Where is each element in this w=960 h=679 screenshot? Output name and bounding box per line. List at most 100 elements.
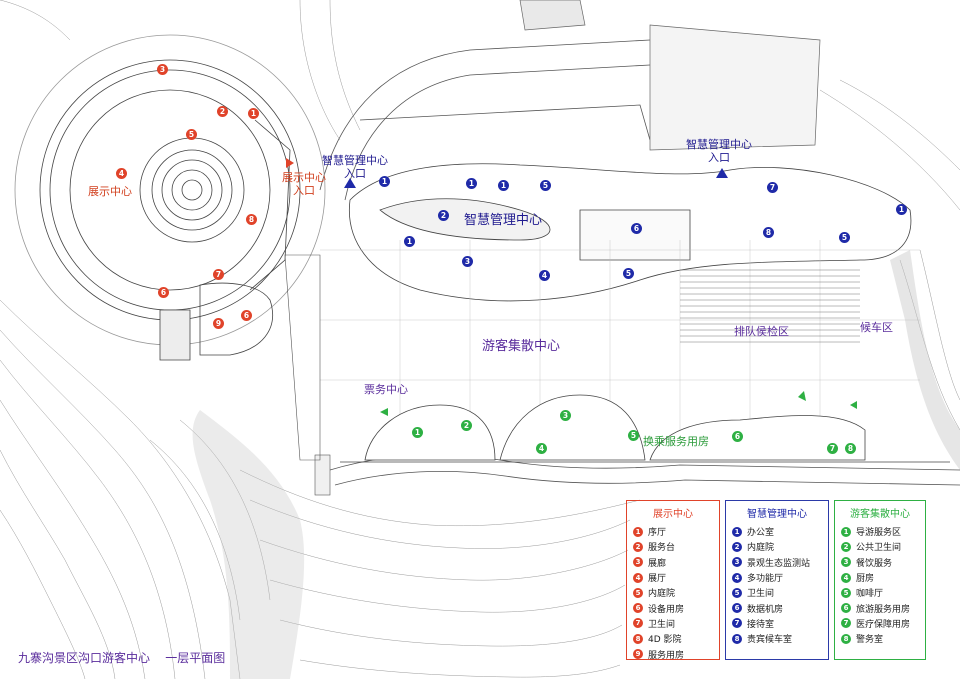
legend-label: 卫生间 xyxy=(747,589,775,600)
legend-item: 8 贵宾候车室 xyxy=(732,631,822,646)
legend-number: 2 xyxy=(633,541,643,552)
legend-label: 服务用房 xyxy=(648,650,685,661)
entrance-arrows xyxy=(286,158,857,416)
marker-smart: 1 xyxy=(379,176,390,187)
west-stair xyxy=(284,254,331,496)
legend-label: 卫生间 xyxy=(648,619,676,630)
north-block xyxy=(519,0,821,151)
legend-label: 景观生态监测站 xyxy=(747,558,811,569)
legend-label: 咖啡厅 xyxy=(856,589,884,600)
marker-smart: 3 xyxy=(462,256,473,267)
marker-smart: 1 xyxy=(466,178,477,189)
legend-number: 3 xyxy=(732,557,742,568)
legend-item: 5 卫生间 xyxy=(732,585,822,600)
marker-hub: 8 xyxy=(845,443,856,454)
legend-item: 7 卫生间 xyxy=(633,616,713,631)
marker-exhibit: 9 xyxy=(213,318,224,329)
legend-number: 5 xyxy=(732,587,742,598)
legend-number: 5 xyxy=(841,587,851,598)
legend-item: 3 景观生态监测站 xyxy=(732,555,822,570)
marker-exhibit: 4 xyxy=(116,168,127,179)
legend-label: 服务台 xyxy=(648,543,676,554)
legend-number: 6 xyxy=(732,603,742,614)
legend-number: 6 xyxy=(633,603,643,614)
marker-smart: 2 xyxy=(438,210,449,221)
legend-number: 7 xyxy=(841,618,851,629)
legend-number: 8 xyxy=(732,633,742,644)
legend-item: 4 厨房 xyxy=(841,570,919,585)
legend-smart-title: 智慧管理中心 xyxy=(747,509,807,520)
legend-label: 内庭院 xyxy=(747,543,775,554)
exhibit-building xyxy=(14,34,326,361)
label-waiting-area: 候车区 xyxy=(860,321,893,334)
marker-exhibit: 3 xyxy=(157,64,168,75)
marker-exhibit: 6 xyxy=(241,310,252,321)
legend-number: 4 xyxy=(732,572,742,583)
label-smart-entrance-west: 智慧管理中心 入口 xyxy=(322,154,388,180)
marker-hub: 7 xyxy=(827,443,838,454)
legend-item: 2 服务台 xyxy=(633,539,713,554)
legend-item: 7 接待室 xyxy=(732,616,822,631)
legend-number: 2 xyxy=(841,541,851,552)
legend-number: 5 xyxy=(633,587,643,598)
label-smart-entrance-east: 智慧管理中心 入口 xyxy=(686,138,752,164)
legend-number: 8 xyxy=(841,633,851,644)
legend-item: 6 数据机房 xyxy=(732,600,822,615)
legend-label: 旅游服务用房 xyxy=(856,604,911,615)
legend-number: 7 xyxy=(633,618,643,629)
legend-exhibit-title: 展示中心 xyxy=(653,509,693,520)
marker-exhibit: 7 xyxy=(213,269,224,280)
legend-item: 3 展廊 xyxy=(633,555,713,570)
label-visitor-hub: 游客集散中心 xyxy=(482,339,561,354)
legend-label: 展廊 xyxy=(648,558,667,569)
marker-exhibit: 6 xyxy=(158,287,169,298)
marker-hub: 3 xyxy=(560,410,571,421)
legend-item: 2 公共卫生间 xyxy=(841,539,919,554)
legend-number: 4 xyxy=(841,572,851,583)
marker-hub: 4 xyxy=(536,443,547,454)
legend-number: 1 xyxy=(732,526,742,537)
marker-hub: 1 xyxy=(412,427,423,438)
legend-label: 公共卫生间 xyxy=(856,543,902,554)
marker-hub: 2 xyxy=(461,420,472,431)
legend-number: 9 xyxy=(633,649,643,660)
legend-number: 1 xyxy=(633,526,643,537)
marker-exhibit: 8 xyxy=(246,214,257,225)
marker-smart: 4 xyxy=(539,270,550,281)
label-smart-center: 智慧管理中心 xyxy=(464,213,543,228)
legend-label: 贵宾候车室 xyxy=(747,635,793,646)
marker-smart: 8 xyxy=(763,227,774,238)
legend-label: 厨房 xyxy=(856,574,875,585)
legend-label: 展厅 xyxy=(648,574,667,585)
legend-label: 数据机房 xyxy=(747,604,784,615)
legend-label: 4D 影院 xyxy=(648,635,682,646)
legend-number: 2 xyxy=(732,541,742,552)
legend-number: 1 xyxy=(841,526,851,537)
legend-label: 接待室 xyxy=(747,619,775,630)
marker-smart: 7 xyxy=(767,182,778,193)
legend-label: 餐饮服务 xyxy=(856,558,893,569)
marker-hub: 6 xyxy=(732,431,743,442)
legend-item: 5 咖啡厅 xyxy=(841,585,919,600)
legend-number: 3 xyxy=(633,557,643,568)
drawing-title: 九寨沟景区沟口游客中心 一层平面图 xyxy=(18,651,226,665)
legend-number: 7 xyxy=(732,618,742,629)
marker-exhibit: 1 xyxy=(248,108,259,119)
legend-label: 内庭院 xyxy=(648,589,676,600)
marker-smart: 5 xyxy=(540,180,551,191)
marker-exhibit: 5 xyxy=(186,129,197,140)
